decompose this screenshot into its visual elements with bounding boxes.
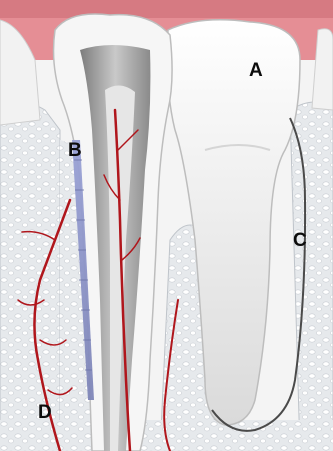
- label-d: D: [38, 403, 52, 422]
- label-b: B: [68, 141, 82, 160]
- label-c: C: [293, 231, 307, 250]
- label-a: A: [249, 61, 263, 80]
